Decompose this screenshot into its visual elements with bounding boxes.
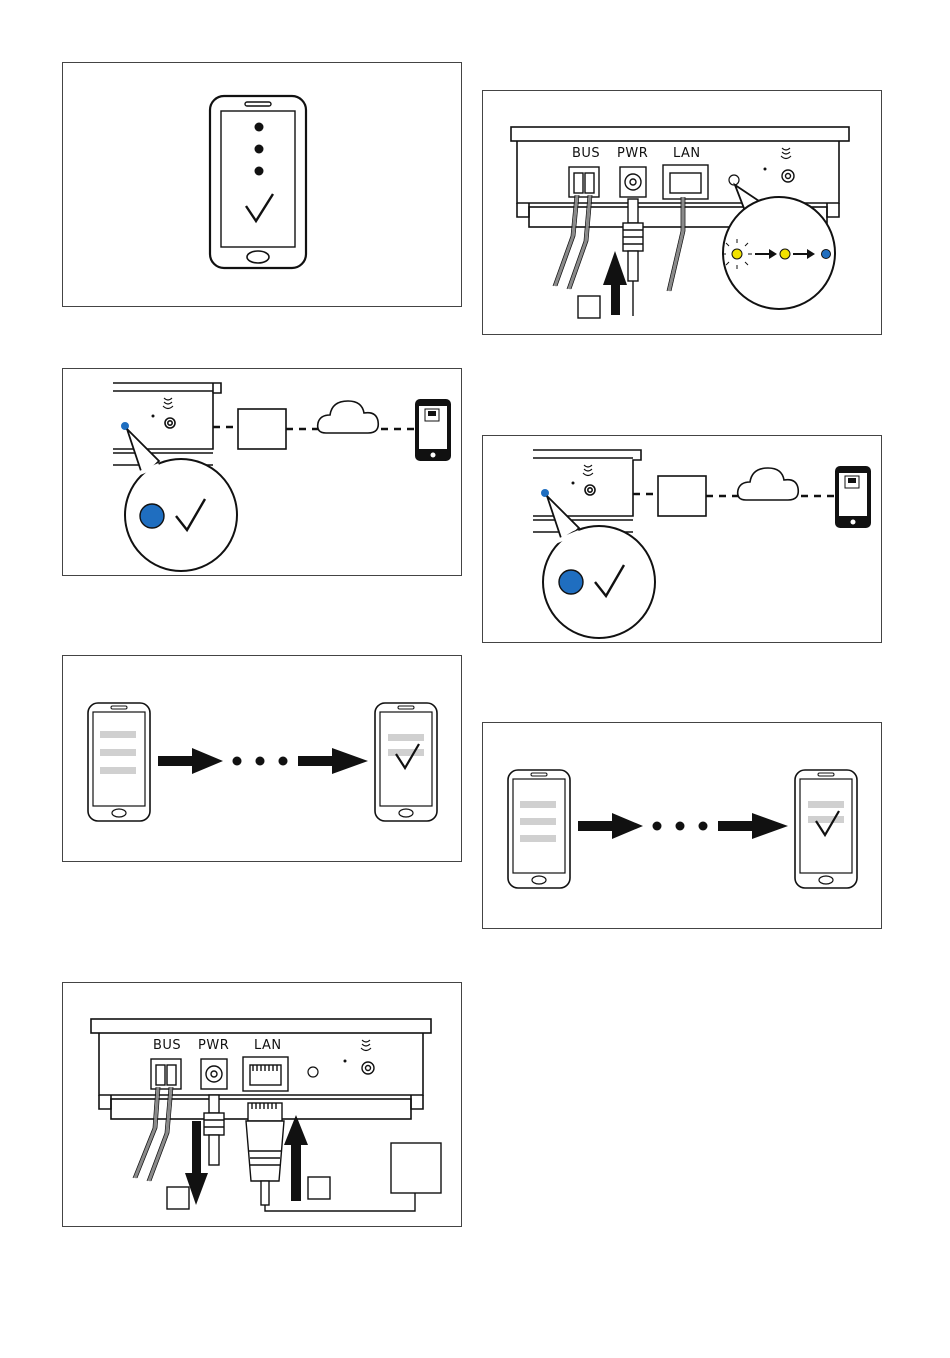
port-label-bus: BUS — [153, 1038, 181, 1053]
panel-connection-ok-right — [482, 435, 882, 643]
arrow-right-icon — [298, 748, 368, 774]
port-label-pwr: PWR — [198, 1038, 229, 1053]
progress-dot — [676, 822, 685, 831]
progress-dot — [653, 822, 662, 831]
app-steps-figure — [483, 723, 883, 930]
step-box — [167, 1187, 189, 1209]
menu-bar — [388, 734, 424, 741]
nfc-icon — [163, 398, 173, 409]
menu-bar — [520, 818, 556, 825]
menu-bar — [808, 816, 844, 823]
phone-icon — [88, 703, 150, 821]
gateway-device — [113, 383, 221, 465]
phone-icon — [795, 770, 857, 888]
bus-port — [569, 167, 599, 197]
lan-plug — [246, 1103, 284, 1205]
progress-dot — [255, 123, 264, 132]
panel-plug-power: BUS PWR LAN — [482, 90, 882, 335]
panel-app-steps-right — [482, 722, 882, 929]
pwr-port — [201, 1059, 227, 1089]
port-label-bus: BUS — [572, 146, 600, 161]
arrow-right-icon — [578, 813, 643, 839]
router-box-icon — [238, 409, 286, 449]
lan-port — [243, 1057, 288, 1091]
led-indicator-icon — [140, 504, 164, 528]
lan-cable — [265, 1193, 415, 1211]
led-blue-icon — [822, 250, 831, 259]
port-label-pwr: PWR — [617, 146, 648, 161]
button — [782, 170, 794, 182]
router-box-icon — [658, 476, 706, 516]
app-steps-figure — [63, 656, 463, 863]
phone-icon — [375, 703, 437, 821]
led-indicator-icon — [559, 570, 583, 594]
bus-cable — [135, 1087, 171, 1181]
step-box — [578, 296, 600, 318]
pwr-port — [620, 167, 646, 197]
nfc-icon — [781, 148, 791, 159]
port-label-lan: LAN — [673, 146, 701, 161]
bus-port — [151, 1059, 181, 1089]
panel-connection-ok-left — [62, 368, 462, 576]
panel-app-steps-left — [62, 655, 462, 862]
power-plug — [623, 199, 643, 316]
plug-power-figure: BUS PWR LAN — [483, 91, 883, 336]
phone-icon — [210, 96, 306, 268]
menu-bar — [100, 749, 136, 756]
arrow-right-icon — [158, 748, 223, 774]
lan-port — [663, 165, 708, 199]
menu-bar — [808, 801, 844, 808]
port-label-lan: LAN — [254, 1038, 282, 1053]
phone-icon — [508, 770, 570, 888]
menu-bar — [520, 835, 556, 842]
connection-figure — [63, 369, 463, 577]
menu-bar — [100, 731, 136, 738]
led-indicator-icon — [308, 1067, 318, 1077]
led-yellow-icon — [780, 249, 790, 259]
progress-dot — [255, 167, 264, 176]
arrow-up-icon — [603, 251, 627, 315]
progress-dot — [233, 757, 242, 766]
dot — [572, 482, 575, 485]
phone-icon — [415, 399, 451, 461]
power-plug — [204, 1095, 224, 1165]
router-box-icon — [391, 1143, 441, 1193]
phone-progress-figure — [63, 63, 463, 308]
arrow-up-icon — [284, 1115, 308, 1201]
menu-bar — [388, 749, 424, 756]
dot — [152, 415, 155, 418]
unplug-figure: BUS PWR LAN — [63, 983, 463, 1228]
menu-bar — [100, 767, 136, 774]
dot — [764, 168, 767, 171]
nfc-icon — [361, 1040, 371, 1051]
phone-icon — [835, 466, 871, 528]
progress-dot — [256, 757, 265, 766]
progress-dot — [279, 757, 288, 766]
progress-dot — [255, 145, 264, 154]
arrow-right-icon — [718, 813, 788, 839]
dot — [344, 1060, 347, 1063]
cloud-icon — [738, 468, 799, 500]
connection-figure — [483, 436, 883, 644]
button — [362, 1062, 374, 1074]
step-box — [308, 1177, 330, 1199]
gateway-device — [533, 450, 641, 532]
panel-phone-progress — [62, 62, 462, 307]
panel-unplug-power: BUS PWR LAN — [62, 982, 462, 1227]
menu-bar — [520, 801, 556, 808]
nfc-icon — [583, 465, 593, 476]
progress-dot — [699, 822, 708, 831]
cloud-icon — [318, 401, 379, 433]
